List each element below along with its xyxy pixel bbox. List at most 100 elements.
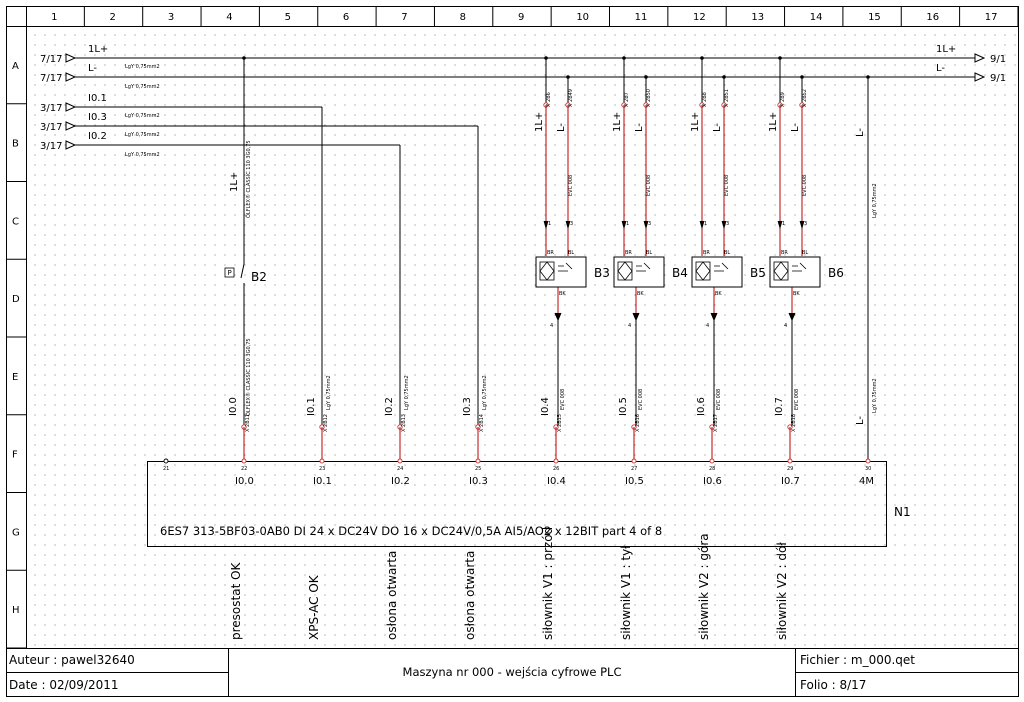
b2-cable-bottom: ÖLFLEX® CLASSIC 110 3G0,75	[245, 338, 252, 416]
column-number: 17	[985, 12, 998, 23]
l-minus-cable-top: LgY 0,75mm2	[872, 183, 878, 218]
pin-label: 1	[704, 221, 707, 227]
proximity-sensor-box	[613, 256, 665, 288]
bus-label-minus-left: L-	[88, 63, 97, 74]
cable-spec-plus: LgY 0,75mm2	[125, 64, 160, 70]
input-name-2: I0.3	[88, 112, 107, 123]
cable-spec-evc: EVC 008	[560, 389, 566, 410]
proximity-sensor-box	[691, 256, 743, 288]
proximity-sensor-box	[769, 256, 821, 288]
bus-ref-left-plus: 7/17	[40, 54, 62, 65]
pin-label: 1	[626, 221, 629, 227]
wire-marker: X 2B52	[802, 89, 808, 107]
wire-marker: X 2B16	[635, 414, 641, 432]
terminal-number: 29	[787, 466, 793, 472]
column-number: 12	[693, 12, 706, 23]
input-address-label: I0.4	[540, 397, 551, 416]
terminal-number: 23	[319, 466, 325, 472]
terminal-label: I0.1	[313, 476, 332, 487]
pin-label: 4	[550, 323, 553, 329]
cable-spec-evc: EVC 008	[724, 175, 730, 196]
input-address-label: I0.7	[774, 397, 785, 416]
signal-description: osłona otwarta	[463, 551, 477, 640]
column-number: 4	[226, 12, 232, 23]
input-ref-3: 3/17	[40, 141, 62, 152]
wire-color-bk: BK	[559, 291, 566, 297]
wire-marker: X 2B50	[646, 89, 652, 107]
terminal-label: I0.7	[781, 476, 800, 487]
wire-color-br: BR	[625, 250, 632, 256]
sensor-plus-label: 1L+	[612, 112, 623, 132]
sensor-tag: B6	[828, 266, 844, 280]
wire-marker: X 2B18	[791, 414, 797, 432]
plc-terminal	[397, 458, 403, 464]
plc-terminal	[709, 458, 715, 464]
sensor-minus-label: L-	[634, 123, 645, 132]
row-letter: B	[12, 139, 19, 150]
bus-ref-right-plus: 9/1	[990, 54, 1006, 65]
sensor-minus-label: L-	[556, 123, 567, 132]
wire-marker: X 2B14	[479, 414, 485, 432]
pin-label: 3	[648, 221, 651, 227]
terminal-label: I0.2	[391, 476, 410, 487]
wire-color-bk: BK	[793, 291, 800, 297]
row-letter: H	[12, 605, 20, 616]
b2-cable-top: ÖLFLEX® CLASSIC 110 3G0,75	[245, 140, 252, 218]
wire-marker: X 2B11	[245, 414, 251, 432]
wire-marker: X 2B15	[557, 414, 563, 432]
cable-spec-in2: LgY 0,75mm2	[125, 132, 160, 138]
sensor-minus-label: L-	[790, 123, 801, 132]
pin-label: 1	[548, 221, 551, 227]
wire-marker: X 2B9	[780, 92, 786, 107]
terminal-number: 25	[475, 466, 481, 472]
terminal-label: I0.5	[625, 476, 644, 487]
cable-spec-evc: EVC 008	[716, 389, 722, 410]
column-number: 3	[168, 12, 174, 23]
plc-terminal	[865, 458, 871, 464]
sensor-plus-label: 1L+	[768, 112, 779, 132]
wire-color-bl: BL	[568, 250, 574, 256]
signal-description: siłownik V2 : dół	[775, 542, 789, 640]
row-letter: D	[12, 294, 20, 305]
wire-marker: X 2B17	[713, 414, 719, 432]
signal-description: siłownik V2 : góra	[697, 533, 711, 640]
column-number: 1	[51, 12, 57, 23]
sensor-minus-label: L-	[712, 123, 723, 132]
file-field: Fichier : m_000.qet	[800, 653, 916, 667]
wire-marker: X 2B13	[401, 414, 407, 432]
wire-marker: X 2B7	[624, 92, 630, 107]
b2-tag: B2	[251, 270, 267, 284]
sensor-plus-label: 1L+	[690, 112, 701, 132]
folio-field: Folio : 8/17	[800, 678, 867, 692]
column-number: 7	[401, 12, 407, 23]
cable-spec-evc: EVC 008	[638, 389, 644, 410]
drawing-title: Maszyna nr 000 - wejścia cyfrowe PLC	[402, 665, 622, 679]
column-number: 10	[576, 12, 589, 23]
sensor-tag: B3	[594, 266, 610, 280]
wire-marker: X 2B8	[702, 92, 708, 107]
input-address-label: I0.0	[228, 397, 239, 416]
sensor-plus-label: 1L+	[534, 112, 545, 132]
row-letter: G	[12, 527, 20, 538]
pressure-symbol: P	[228, 269, 232, 277]
l-minus-label-top: L-	[855, 128, 866, 137]
plc-terminal	[787, 458, 793, 464]
input-name-3: I0.2	[88, 131, 107, 142]
wiring-layer	[65, 53, 986, 461]
plc-terminal	[319, 458, 325, 464]
cable-spec-input: LgY 0,75mm2	[482, 375, 488, 410]
row-letter: A	[12, 61, 19, 72]
plc-description: 6ES7 313-5BF03-0AB0 DI 24 x DC24V DO 16 …	[160, 524, 662, 538]
bus-ref-left-minus: 7/17	[40, 73, 62, 84]
pressure-switch-b2: 1L+ ÖLFLEX® CLASSIC 110 3G0,75 ÖLFLEX® C…	[224, 140, 267, 416]
cable-spec-evc: EVC 008	[794, 389, 800, 410]
plc-terminal	[241, 458, 247, 464]
row-letter: C	[12, 216, 19, 227]
wire-color-br: BR	[781, 250, 788, 256]
